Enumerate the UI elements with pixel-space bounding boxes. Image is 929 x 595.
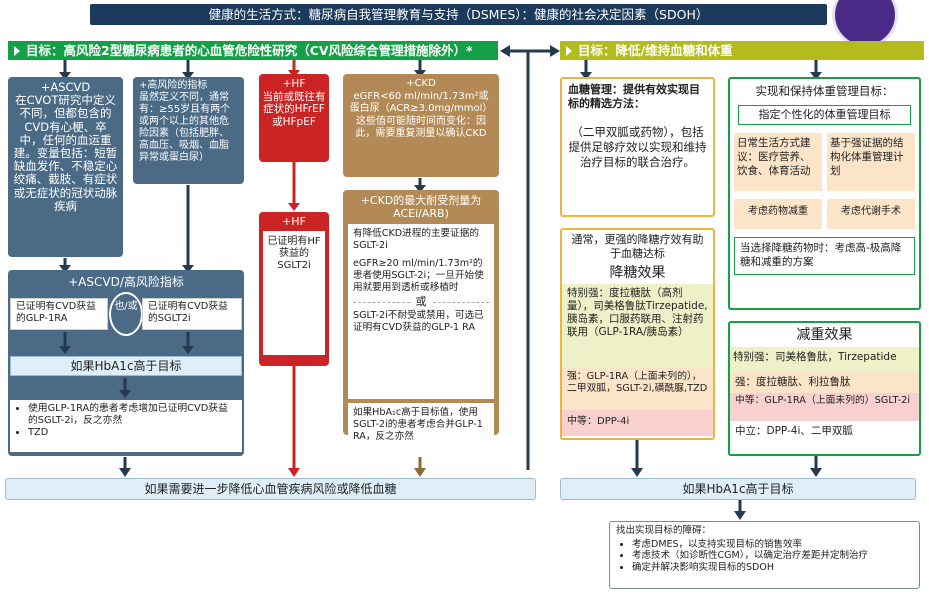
- glucose-effect-title: 降糖效果: [609, 265, 666, 281]
- weight-strong: 强：度拉糖肽、利拉鲁肽: [730, 371, 919, 393]
- weight-effect-title: 减重效果: [796, 327, 853, 343]
- mid-bullet-list: 使用GLP-1RA的患者考虑增加已证明CVD获益的SGLT-2i，反之亦然 TZ…: [28, 403, 237, 439]
- barriers-title: 找出实现目标的障碍：: [616, 525, 712, 536]
- bottom-left-bar: 如果需要进一步降低心血管疾病风险或降低血糖: [5, 478, 536, 500]
- ckd-acei-title: +CKD的最大耐受剂量为ACEi/ARB): [360, 194, 482, 220]
- ckd-p1: 有降低CKD进程的主要证据的SGLT-2i: [353, 228, 479, 251]
- ckd-acei-box: +CKD的最大耐受剂量为ACEi/ARB) 有降低CKD进程的主要证据的SGLT…: [343, 190, 499, 457]
- hf-benefit-body: 已证明有HF获益的SGLT2i: [263, 231, 325, 355]
- mid-bullet: TZD: [28, 427, 237, 439]
- weight-drugs: 考虑药物减重: [734, 199, 822, 229]
- glp1ra-cvd-box: 已证明有CVD获益的GLP-1RA: [10, 298, 108, 330]
- ckd-p2: eGFR≥20 ml/min/1.73m²的患者使用SGLT-2i；一旦开始使用…: [353, 258, 484, 293]
- glucose-body: （二甲双胍或药物），包括提供足够疗效以实现和维持治疗目标的联合治疗。: [568, 125, 707, 169]
- barriers-item: 考虑技术（如诊断性CGM），以确定治疗差距并定制治疗: [632, 550, 913, 562]
- weight-surgery: 考虑代谢手术: [827, 199, 915, 229]
- weight-mid: 中等：GLP-1RA（上面未列的）SGLT-2i: [730, 393, 919, 421]
- ckd-p3: SGLT-2i不耐受或禁用，可选已证明有CVD获益的GLP-1 RA: [353, 310, 484, 333]
- mid-title: +ASCVD/高风险指标: [68, 275, 184, 289]
- high-risk-box: +高风险的指标 虽然定义不同，通常有：≥55岁且有两个或两个以上的其他危险因素（…: [133, 77, 244, 184]
- glucose-note: 通常，更强的降糖疗效有助于血糖达标: [571, 233, 704, 260]
- goal-left-header: 目标：高风险2型糖尿病患者的心血管危险性研究（CV风险综合管理措施除外）*: [8, 41, 498, 60]
- barriers-item: 确定并解决影响实现目标的SDOH: [632, 562, 913, 574]
- weight-program: 基于强证据的结构化体重管理计划: [827, 133, 915, 191]
- hf-benefit-title: +HF: [282, 215, 306, 228]
- weight-subgoal: 指定个性化的体重管理目标: [738, 105, 911, 125]
- glucose-mid: 中等：DPP-4i: [562, 410, 713, 436]
- double-arrow-icon: [500, 45, 560, 57]
- weight-effect-box: 减重效果 特别强：司美格鲁肽，Tirzepatide 强：度拉糖肽、利拉鲁肽 中…: [728, 321, 921, 456]
- weight-title: 实现和保持体重管理目标：: [755, 84, 894, 98]
- top-banner: 健康的生活方式：糖尿病自我管理教育与支持（DSMES）：健康的社会决定因素（SD…: [90, 4, 827, 25]
- weight-high: 特别强：司美格鲁肽，Tirzepatide: [730, 347, 919, 371]
- weight-low: 中立：DPP-4i、二甲双胍: [735, 425, 853, 437]
- ckd-or-label: 或: [415, 295, 427, 308]
- glucose-effect-box: 通常，更强的降糖疗效有助于血糖达标 降糖效果 特别强：度拉糖肽（高剂量），司美格…: [560, 228, 715, 440]
- sglt2i-cvd-box: 已证明有CVD获益的SGLT2i: [142, 298, 242, 330]
- goal-right-header: 目标：降低/维持血糖和体重: [560, 41, 924, 60]
- mid-hba1c-bar: 如果HbA1c高于目标: [10, 356, 242, 376]
- bottom-right-bar: 如果HbA1c高于目标: [560, 478, 916, 500]
- glucose-high: 特别强：度拉糖肽（高剂量），司美格鲁肽Tirzepatide,胰岛素，口服药联用…: [562, 284, 713, 368]
- weight-mgmt-box: 实现和保持体重管理目标： 指定个性化的体重管理目标 日常生活方式建议：医疗营养、…: [728, 77, 921, 310]
- ckd-box: +CKD eGFR<60 ml/min/1.73m²或蛋白尿（ACR≥3.0mg…: [343, 74, 499, 177]
- logo-icon: [832, 0, 898, 48]
- glucose-mgmt-box: 血糖管理：提供有效实现目标的精选方法： （二甲双胍或药物），包括提供足够疗效以实…: [560, 77, 715, 217]
- barriers-item: 考虑DMES，以支持实现目标的销售效率: [632, 539, 913, 551]
- hf-benefit-box: +HF 已证明有HF获益的SGLT2i: [259, 212, 329, 366]
- barriers-box: 找出实现目标的障碍： 考虑DMES，以支持实现目标的销售效率 考虑技术（如诊断性…: [609, 521, 920, 589]
- ascvd-box: +ASCVD 在CVOT研究中定义不同，但都包含的CVD有心梗、卒中，任何的血运…: [8, 77, 123, 257]
- ascvd-high-risk-panel: +ASCVD/高风险指标 已证明有CVD获益的GLP-1RA 也/或 已证明有C…: [8, 270, 244, 456]
- glucose-strong: 强：GLP-1RA（上面未列的），二甲双胍，SGLT-2i,磺酰脲,TZD: [562, 368, 713, 410]
- barriers-list: 考虑DMES，以支持实现目标的销售效率 考虑技术（如诊断性CGM），以确定治疗差…: [616, 539, 913, 574]
- and-or-badge: 也/或: [109, 292, 143, 336]
- ckd-p4: 如果HbA₁c高于目标值，使用SGLT-2i的患者考虑合并GLP-1 RA，反之…: [348, 403, 494, 457]
- weight-choose: 当选择降糖药物时：考虑高-极高降糖和减重的方案: [734, 237, 915, 275]
- hf-box: +HF 当前或既往有症状的HFrEF或HFpEF: [259, 74, 329, 162]
- glucose-title: 血糖管理：提供有效实现目标的精选方法：: [568, 83, 700, 110]
- weight-lifestyle: 日常生活方式建议：医疗营养、饮食、体育活动: [734, 133, 822, 191]
- mid-bullet: 使用GLP-1RA的患者考虑增加已证明CVD获益的SGLT-2i，反之亦然: [28, 403, 237, 427]
